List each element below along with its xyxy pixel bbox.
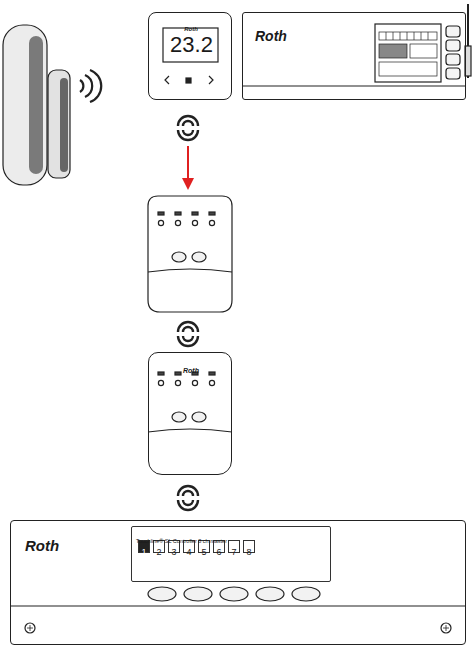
status-icon: [209, 380, 214, 385]
ok-key: [186, 78, 191, 83]
screw-slot: [27, 625, 33, 631]
screen-content: [379, 32, 437, 76]
control-button: [256, 587, 284, 601]
sensor-magnet: [48, 70, 70, 178]
screw-slot: [443, 625, 449, 631]
wave-arc: [178, 322, 198, 332]
menu-button: [446, 54, 460, 65]
zone-number: 7: [231, 546, 236, 558]
control-button: [220, 587, 248, 601]
wave-arc: [183, 336, 193, 341]
sensor-shade: [29, 36, 43, 174]
brand-logo: Roth: [183, 367, 199, 375]
repeater-seam: [148, 429, 232, 432]
repeater-housing: [148, 196, 232, 312]
screw: [441, 623, 451, 633]
status-icon: [175, 380, 180, 385]
zone-number: 4: [186, 546, 191, 558]
wave-arc: [178, 116, 198, 126]
zone-cell: 7: [228, 540, 240, 553]
pairing-arrow: [187, 146, 189, 180]
control-buttons: [148, 587, 320, 601]
status-led: [175, 372, 181, 375]
wave-arc: [178, 500, 198, 510]
controller-display: Touchline® SL Controller 8 ch master 1234…: [131, 526, 331, 582]
status-icon: [192, 220, 197, 225]
status-icon: [192, 380, 197, 385]
brand-logo: Roth: [255, 29, 287, 44]
wireless-symbol: [178, 322, 198, 346]
status-icon: [158, 220, 163, 225]
wireless-symbol: [178, 486, 198, 510]
menu-button: [446, 40, 460, 51]
repeater: Roth: [148, 352, 232, 475]
zone-number: 8: [246, 546, 251, 558]
arrow-head: [182, 178, 194, 190]
repeater-seam: [148, 269, 232, 272]
status-icon: [209, 220, 214, 225]
repeater-button: [172, 252, 186, 262]
zone-number: 3: [171, 546, 176, 558]
screw: [25, 623, 35, 633]
text-holder: Roth: [25, 537, 59, 555]
status-led: [158, 212, 164, 215]
magnet-shade: [60, 78, 68, 172]
housing-seam: [242, 85, 466, 86]
master-controller: Touchline® SL Controller 8 ch master 1234…: [10, 520, 466, 645]
brand-logo: Roth: [25, 538, 59, 555]
wave-arc: [178, 486, 198, 496]
wireless-symbols: [178, 116, 198, 510]
wave-arc: [178, 130, 198, 140]
wave-arc: [183, 130, 193, 135]
repeater-details: [158, 212, 215, 262]
text-holder: Roth: [149, 359, 233, 377]
status-led: [158, 372, 164, 375]
sensor-body: [3, 25, 47, 185]
repeater-button: [192, 252, 206, 262]
zone-number: 1: [141, 546, 146, 558]
status-led: [209, 372, 215, 375]
zone-cell: 8: [243, 540, 255, 553]
status-led: [175, 212, 181, 215]
status-led: [192, 212, 198, 215]
status-led: [209, 212, 215, 215]
temperature-reading: 23.2: [170, 33, 213, 57]
repeater-button: [172, 412, 186, 422]
controller-screen: [375, 24, 441, 82]
menu-button: [446, 68, 460, 79]
status-icon: [175, 220, 180, 225]
repeater-details: [158, 372, 215, 422]
wireless-symbol: [178, 116, 198, 140]
text-holder: Roth: [255, 27, 287, 45]
text-holder: 23.2: [164, 33, 219, 57]
control-button: [148, 587, 176, 601]
control-button: [292, 587, 320, 601]
wave-arc: [183, 327, 193, 332]
menu-button: [446, 26, 460, 37]
wireless-controller: Roth: [242, 12, 466, 100]
room-thermostat: Roth23.2: [148, 12, 232, 100]
control-button: [184, 587, 212, 601]
wave-arc: [178, 336, 198, 346]
wave-arc: [183, 121, 193, 126]
wave-arc: [183, 491, 193, 496]
brand-logo: Roth: [184, 26, 198, 33]
zone-number: 5: [201, 546, 206, 558]
wave-arc: [183, 500, 193, 505]
right-key: [209, 76, 213, 84]
model-name: Touchline® SL Controller 8 ch master: [136, 538, 227, 544]
zone-number: 2: [156, 546, 161, 558]
zone-number: 6: [216, 546, 221, 558]
left-key: [165, 76, 169, 84]
repeater-button: [192, 412, 206, 422]
status-icon: [158, 380, 163, 385]
thermostat-display: [163, 28, 218, 62]
radio-waves: [80, 70, 101, 102]
housing-seam: [10, 605, 466, 606]
